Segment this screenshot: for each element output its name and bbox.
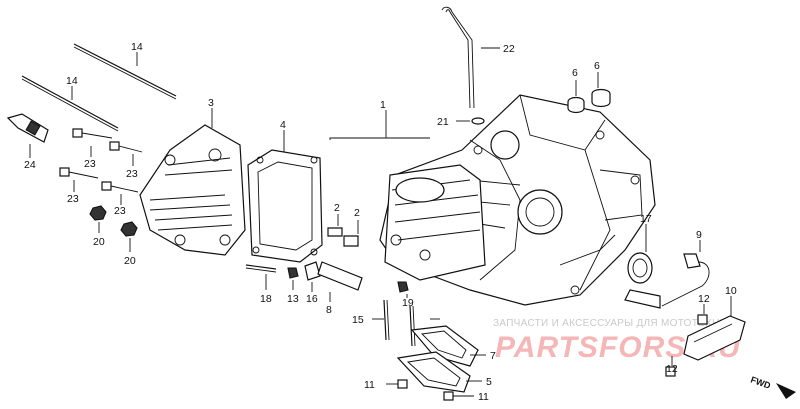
dowel-pins [327,227,359,247]
breather-tube [441,6,500,109]
callout-24: 24 [24,159,36,171]
spark-plug [6,113,49,143]
callout-2: 2 [334,202,340,214]
callout-18: 18 [260,293,272,305]
callout-1: 1 [380,99,386,111]
washer-16 [304,261,321,281]
callout-12: 12 [698,293,710,305]
guide-8 [317,261,363,291]
gasket-7 [410,325,479,367]
watermark-tagline: ЗАПЧАСТИ И АКСЕССУАРЫ ДЛЯ МОТОТЕХНИКИ [493,318,741,329]
callout-23: 23 [67,193,79,205]
cover-plate-5 [396,351,471,393]
callout-19: 19 [402,297,414,309]
callout-6: 6 [572,67,578,79]
callout-11: 11 [364,379,375,391]
callout-labels: 1 2 2 3 4 5 6 6 7 8 9 10 11 11 12 12 13 … [24,41,737,403]
callout-7: 7 [490,350,496,362]
callout-2: 2 [354,207,360,219]
fwd-arrow-icon [776,383,796,399]
callout-14: 14 [131,41,143,53]
callout-23: 23 [126,168,138,180]
callout-12: 12 [666,363,678,375]
callout-11: 11 [478,391,489,403]
oil-seal [627,252,653,284]
callout-23: 23 [114,205,126,217]
callout-15: 15 [352,314,364,326]
callout-9: 9 [696,229,702,241]
callout-6: 6 [594,60,600,72]
tube-clip [471,117,485,125]
callout-16: 16 [306,293,318,305]
callout-8: 8 [326,304,332,316]
nuts-20 [89,205,138,237]
fwd-label: FWD [749,374,772,391]
callout-21: 21 [437,116,449,128]
sensor [624,253,710,309]
crankcase [379,94,656,306]
cylinder-head [139,124,246,256]
callout-13: 13 [287,293,299,305]
callout-4: 4 [280,119,286,131]
callout-23: 23 [84,158,96,170]
callout-20: 20 [124,255,136,267]
bolts-12 [665,314,708,377]
callout-5: 5 [486,376,492,388]
callout-10: 10 [725,285,737,297]
callout-3: 3 [208,97,214,109]
studs-15 [383,299,416,347]
forward-direction-indicator: FWD [749,374,796,399]
callout-17: 17 [640,213,652,225]
callout-22: 22 [503,43,515,55]
callout-20: 20 [93,236,105,248]
leader-lines [29,52,732,397]
long-studs [21,43,177,132]
oil-caps [567,88,611,114]
cover-10 [683,315,746,361]
nut-19 [397,281,409,293]
stud-18 [245,264,277,273]
callout-14: 14 [66,75,78,87]
head-bolts [59,128,143,193]
nut-13 [287,267,299,279]
head-gasket [247,149,323,263]
